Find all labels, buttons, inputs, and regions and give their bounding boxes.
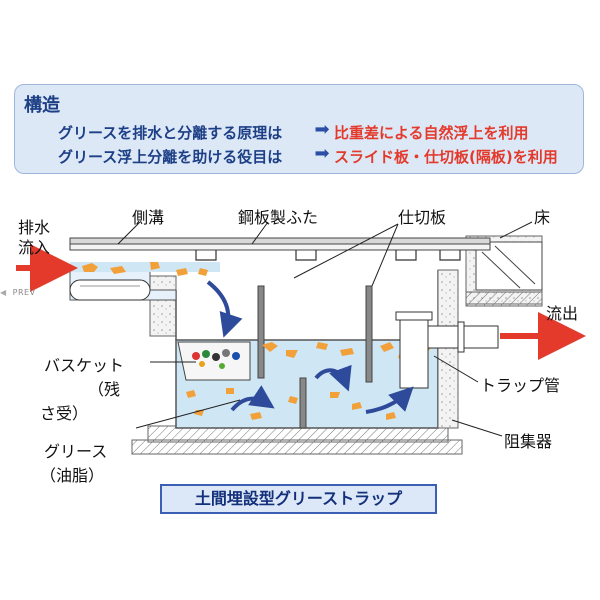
trap-pipe-cap — [395, 311, 433, 321]
water-surface-top — [70, 262, 220, 272]
prev-label: PREV — [12, 288, 36, 297]
basket-label-3: さ受） — [40, 404, 89, 423]
steel-lid-label: 鋼板製ふた — [238, 208, 319, 227]
partition-label: 仕切板 — [398, 208, 447, 227]
base-slab-left — [131, 439, 463, 455]
principle-result: 比重差による自然浮上を利用 — [334, 124, 529, 142]
interceptor-label: 阻集器 — [504, 432, 553, 451]
role-result: スライド板・仕切板(隔板)を利用 — [334, 148, 558, 166]
outflow-label: 流出 — [546, 304, 579, 323]
chevron-left-icon: ◀ — [0, 288, 7, 297]
prev-button[interactable]: ◀ PREV — [0, 288, 36, 297]
partition-right — [365, 285, 373, 383]
outlet-pipe-flange — [457, 321, 465, 353]
leader-lines — [117, 221, 533, 437]
floor-hatch — [465, 291, 543, 307]
lid-grate — [69, 243, 491, 251]
basket-label-1: バスケット — [44, 356, 125, 375]
inflow-label-1: 排水 — [18, 218, 51, 237]
inlet-pipe — [69, 279, 151, 301]
grease-particles-top — [82, 262, 208, 276]
grease-label-1: グリース — [44, 442, 108, 461]
caption-text: 土間埋設型グリーストラップ — [194, 489, 403, 508]
header-title: 構造 — [24, 95, 60, 116]
side-ditch-label: 側溝 — [132, 208, 165, 227]
role-text: グリース浮上分離を助ける役目は — [58, 148, 283, 166]
right-wall — [437, 269, 459, 429]
header-panel — [14, 84, 584, 174]
flow-arrows — [206, 280, 414, 414]
caption-box: 土間埋設型グリーストラップ — [160, 484, 437, 514]
inflow-label-2: 流入 — [18, 238, 51, 257]
partition-mid — [299, 377, 307, 429]
floor-label: 床 — [534, 208, 551, 227]
arrow-right-icon: ➡ — [314, 143, 330, 164]
trap-pipe-label: トラップ管 — [480, 376, 561, 395]
trap-pipe-vertical — [399, 315, 429, 389]
grease-label-2: （油脂） — [40, 466, 105, 485]
arrow-right-icon: ➡ — [314, 119, 330, 140]
partition-left — [257, 285, 265, 379]
basket-label-2: （残 — [88, 380, 121, 399]
principle-text: グリースを排水と分離する原理は — [58, 124, 283, 142]
left-wall — [149, 275, 177, 337]
basket-debris — [192, 349, 240, 369]
basket — [177, 341, 251, 381]
